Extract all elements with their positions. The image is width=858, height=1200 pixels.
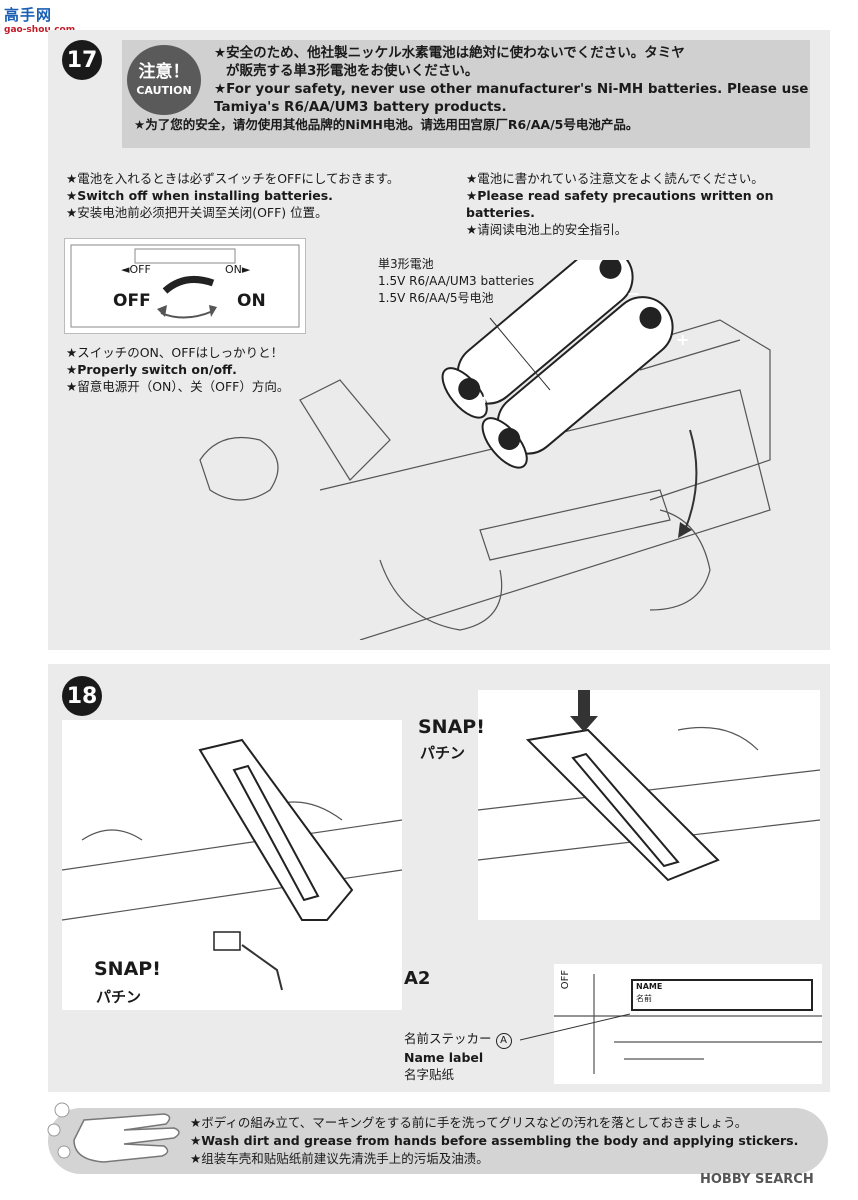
note-line: ★请阅读电池上的安全指引。: [466, 222, 628, 237]
battery-pair-icon: [441, 260, 674, 469]
caution-line: が販売する単3形電池をお使いください。: [226, 63, 479, 79]
step-18-number: 18: [62, 676, 102, 716]
snap-right-jp: パチン: [420, 744, 466, 762]
inset-switch-off: OFF: [560, 969, 572, 990]
switch-drawing: [70, 244, 300, 328]
caution-line: Tamiya's R6/AA/UM3 battery products.: [214, 99, 507, 115]
name-label-drawing: [554, 974, 822, 1074]
chassis-battery-illustration: [199, 260, 771, 640]
note-line: ★Properly switch on/off.: [66, 362, 237, 377]
snap-right-en: SNAP!: [418, 716, 485, 738]
caution-badge-jp: 注意！: [138, 62, 190, 82]
snap-left-en: SNAP!: [94, 958, 161, 980]
name-label-jp-row: 名前ステッカー A: [404, 1030, 512, 1049]
caution-text: ★安全のため、他社製ニッケル水素電池は絶対に使わないでください。タミヤ が販売す…: [134, 44, 809, 134]
left-assembly-drawing: [62, 738, 402, 991]
switch-on-small: ON►: [225, 263, 251, 276]
sticker-name-jp: 名前: [636, 994, 652, 1003]
note-safety: ★電池に書かれている注意文をよく読んでください。 ★Please read sa…: [466, 170, 774, 238]
battery-label-jp: 単3形電池: [378, 257, 434, 271]
battery-plus-1: +: [478, 388, 492, 407]
battery-label: 単3形電池 1.5V R6/AA/UM3 batteries 1.5V R6/A…: [378, 256, 534, 307]
watermark-site-name: 高手网: [4, 6, 53, 24]
bottom-note-cn: ★组装车壳和贴贴纸前建议先清洗手上的污垢及油渍。: [190, 1151, 489, 1166]
hand-wash-icon: [47, 1102, 180, 1163]
battery-minus-2: −: [525, 436, 539, 455]
note-line: ★留意电源开（ON）、关（OFF）方向。: [66, 379, 290, 394]
bottom-note-bar: [48, 1108, 828, 1174]
name-label-caption: 名前ステッカー A Name label 名字贴纸: [404, 1030, 512, 1083]
snap-left-jp: パチン: [96, 988, 142, 1006]
battery-label-cn: 1.5V R6/AA/5号电池: [378, 291, 494, 305]
caution-line: ★For your safety, never use other manufa…: [214, 81, 809, 97]
note-line: ★安装电池前必须把开关调至关闭(OFF) 位置。: [66, 205, 328, 220]
switch-off-big: OFF: [113, 291, 151, 311]
note-line: ★Switch off when installing batteries.: [66, 188, 333, 203]
part-a2-label: A2: [404, 968, 431, 989]
battery-plus-2: +: [676, 330, 690, 349]
watermark-site-url: gao-shou.com: [4, 25, 76, 35]
caution-badge-en: CAUTION: [136, 84, 192, 97]
name-label-leader-line: [520, 1013, 630, 1041]
switch-off-small: ◄OFF: [121, 263, 151, 276]
bottom-note-text: ★ボディの組み立て、マーキングをする前に手を洗ってグリスなどの汚れを落としておき…: [190, 1114, 798, 1168]
bottom-note-jp: ★ボディの組み立て、マーキングをする前に手を洗ってグリスなどの汚れを落としておき…: [190, 1115, 748, 1130]
note-line: ★スイッチのON、OFFはしっかりと！: [66, 345, 284, 360]
step-17-number: 17: [62, 40, 102, 80]
note-line: batteries.: [466, 205, 535, 220]
name-label-cn: 名字贴纸: [404, 1067, 455, 1082]
watermark-logo: 高手网 gao-shou.com: [4, 4, 75, 35]
switch-diagram: ◄OFF ON► OFF ON: [64, 238, 306, 334]
note-switch-off: ★電池を入れるときは必ずスイッチをOFFにしておきます。 ★Switch off…: [66, 170, 399, 221]
caution-line: ★安全のため、他社製ニッケル水素電池は絶対に使わないでください。タミヤ: [214, 45, 685, 61]
name-label-circle-a: A: [495, 1033, 512, 1049]
caution-box: [122, 40, 810, 148]
caution-badge: 注意！ CAUTION: [127, 45, 201, 115]
note-line: ★Please read safety precautions written …: [466, 188, 774, 203]
right-assembly-drawing: [478, 690, 820, 882]
name-label-en: Name label: [404, 1050, 484, 1065]
hobby-search-watermark: HOBBY SEARCH: [700, 1172, 814, 1187]
note-line: ★電池を入れるときは必ずスイッチをOFFにしておきます。: [66, 171, 400, 186]
note-line: ★電池に書かれている注意文をよく読んでください。: [466, 171, 764, 186]
battery-minus-1: −: [627, 284, 641, 303]
note-switch-onoff: ★スイッチのON、OFFはしっかりと！ ★Properly switch on/…: [66, 344, 289, 395]
bottom-note-en: ★Wash dirt and grease from hands before …: [190, 1133, 799, 1148]
caution-line: ★为了您的安全，请勿使用其他品牌的NiMH电池。请选用田宫原厂R6/AA/5号电…: [134, 117, 639, 132]
battery-label-en: 1.5V R6/AA/UM3 batteries: [378, 274, 535, 288]
switch-on-big: ON: [237, 291, 266, 311]
sticker-name-en: NAME: [636, 982, 663, 991]
name-label-jp: 名前ステッカー: [404, 1031, 492, 1046]
